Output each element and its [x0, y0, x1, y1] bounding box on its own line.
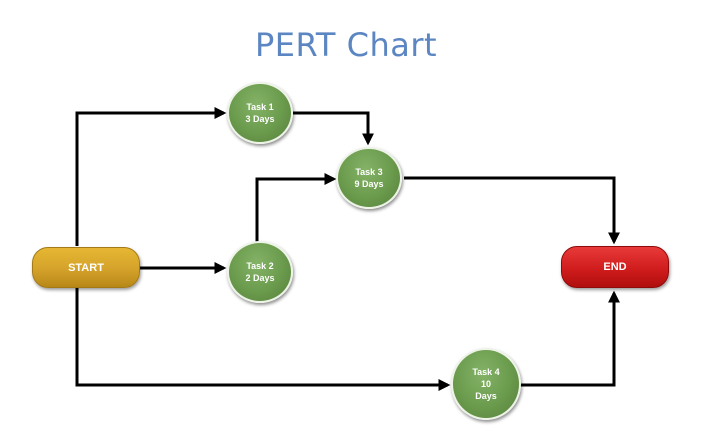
- task2-name: Task 2: [246, 261, 274, 271]
- chart-title: PERT Chart: [254, 26, 438, 64]
- task2-duration: 2 Days: [245, 273, 275, 283]
- start-label: START: [68, 261, 104, 274]
- task4-node: Task 4 10 Days: [451, 348, 521, 420]
- edge-task1-task3: [293, 111, 374, 146]
- edge-start-task4: [75, 288, 451, 391]
- task3-duration: 9 Days: [354, 179, 384, 189]
- end-node: END: [561, 246, 669, 288]
- task3-node: Task 3 9 Days: [336, 147, 402, 209]
- edge-task4-end: [520, 290, 620, 387]
- end-label: END: [603, 261, 627, 273]
- task4-duration-unit: Days: [475, 391, 497, 401]
- task4-name: Task 4: [472, 367, 500, 377]
- edge-task3-end: [404, 176, 620, 245]
- task1-name: Task 1: [246, 102, 274, 112]
- task2-node: Task 2 2 Days: [227, 241, 293, 303]
- task1-duration: 3 Days: [245, 114, 275, 124]
- task3-name: Task 3: [355, 167, 383, 177]
- start-node: START: [32, 247, 140, 288]
- task4-duration-value: 10: [480, 379, 491, 389]
- edge-start-task1: [75, 107, 227, 246]
- edge-task2-task3: [255, 173, 337, 244]
- task1-node: Task 1 3 Days: [227, 82, 293, 144]
